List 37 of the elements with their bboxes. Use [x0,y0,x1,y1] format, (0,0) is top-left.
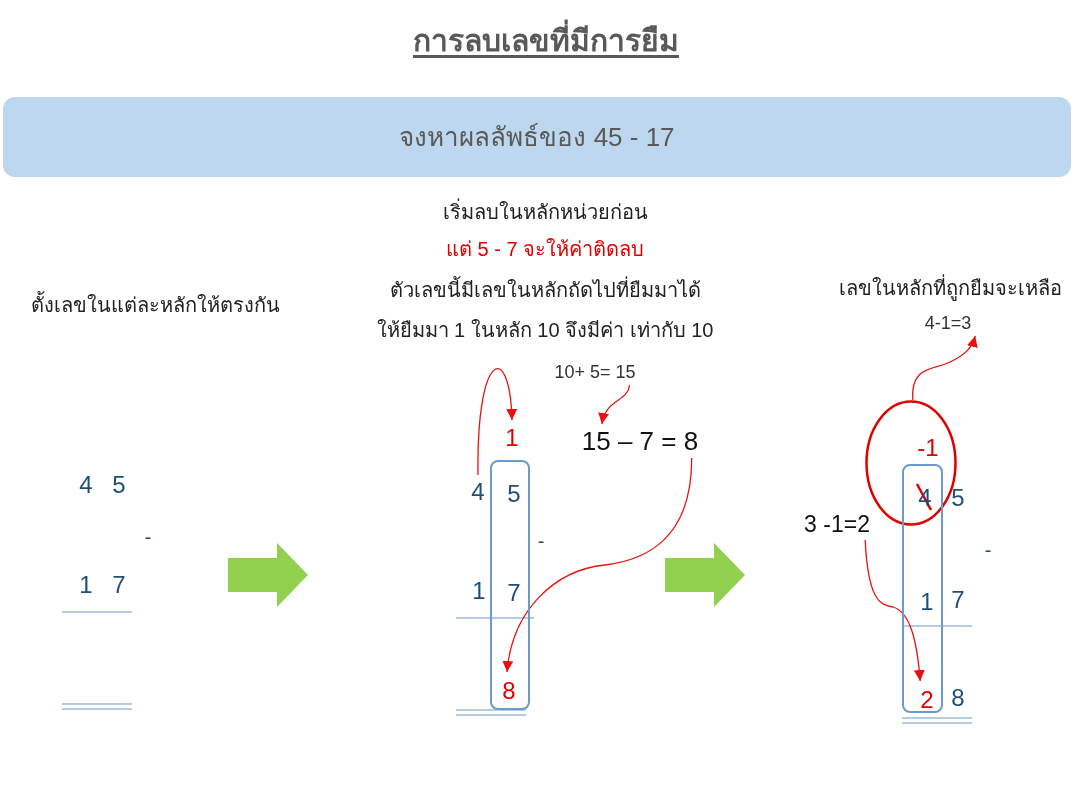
curved-arrow [912,335,978,401]
instruction-text: เลขในหลักที่ถูกยืมจะเหลือ [838,275,1062,301]
instruction-text: ตัวเลขนี้มีเลขในหลักถัดไปที่ยืมมาได้ [389,277,701,303]
question-banner: จงหาผลลัพธ์ของ 45 - 17 [3,97,1071,177]
instruction-text: เริ่มลบในหลักหน่วยก่อน [442,199,648,225]
minus-sign: - [984,540,992,560]
instruction-text: ตั้งเลขในแต่ละหลักให้ตรงกัน [30,292,280,318]
curved-arrow [864,539,925,682]
digit: 1 [472,579,486,603]
digit: 7 [112,573,126,597]
digit: 5 [112,473,126,497]
column-frame [902,464,943,713]
curved-arrow [503,457,693,673]
digit: 5 [502,477,526,511]
minus-sign: - [537,531,545,551]
equation-text: 15 – 7 = 8 [572,424,708,458]
equation-text: 10+ 5= 15 [541,359,649,385]
equation-text: 3 -1=2 [790,508,884,540]
curved-arrow [599,384,631,425]
digit: 7 [502,576,526,610]
digit: 2 [915,683,939,717]
digit: 8 [951,686,965,710]
digit: 1 [79,573,93,597]
digit: 4 [467,475,489,509]
digit: 1 [915,585,939,619]
instruction-text: ให้ยืมมา 1 ในหลัก 10 จึงมีค่า เท่ากับ 10 [376,317,714,343]
curved-arrow [477,368,517,476]
equation-text: 4-1=3 [908,310,988,336]
digit: 8 [497,674,521,708]
digit: 4 [79,473,93,497]
digit: 5 [951,486,965,510]
minus-sign: - [144,527,152,547]
digit: 1 [500,420,524,456]
borrow-mark: -1 [916,433,940,463]
digit: 7 [951,588,965,612]
column-frame [490,460,530,710]
warning-text: แต่ 5 - 7 จะให้ค่าติดลบ [445,236,645,262]
